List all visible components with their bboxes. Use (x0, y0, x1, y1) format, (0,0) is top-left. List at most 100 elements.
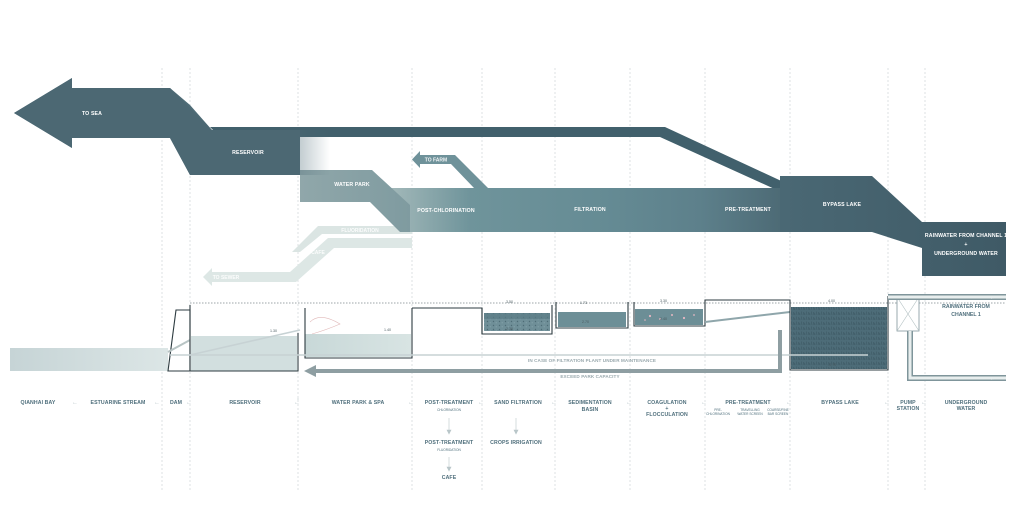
reservoir-basin (189, 305, 299, 372)
to-farm-arrow-head (412, 151, 420, 168)
stage-travelling-2: WATER SCREEN (737, 412, 763, 416)
exceed-capacity-pipe (316, 330, 782, 373)
svg-text:←: ← (154, 400, 160, 406)
to-farm-flow (420, 155, 488, 188)
stage-pre-chlorination-1: PRE- (714, 408, 722, 412)
dam-wall (167, 309, 191, 372)
svg-text:←: ← (701, 400, 707, 406)
stage-qianhai-bay: QIANHAI BAY (21, 400, 56, 406)
svg-text:←: ← (186, 400, 192, 406)
svg-text:←: ← (72, 400, 78, 406)
rainwater-section-label-2: CHANNEL 1 (951, 312, 981, 318)
exceed-capacity-arrow (304, 365, 316, 377)
svg-text:←: ← (294, 400, 300, 406)
level-coag-water: 2.40 (660, 317, 667, 321)
to-sea-label: TO SEA (82, 111, 102, 117)
stage-labels: QIANHAI BAY ESTUARINE STREAM DAM RESERVO… (21, 400, 988, 481)
to-sewer-label: TO SEWER (213, 275, 240, 281)
stage-pump-2: STATION (897, 406, 920, 412)
rainwater-section-label-1: RAINWATER FROM (942, 304, 990, 310)
exceed-capacity-note: EXCEED PARK CAPACITY (560, 374, 619, 379)
bypass-lake-water (791, 307, 887, 369)
stage-sand-filtration: SAND FILTRATION (494, 400, 542, 406)
pre-treatment-pipe (704, 311, 791, 323)
reservoir-flow-label: RESERVOIR (232, 150, 264, 156)
rainwater-flow-label-1: RAINWATER FROM CHANNEL 1 (925, 233, 1007, 239)
floc-dots (644, 314, 695, 321)
post-chlorination-flow-label: POST-CHLORINATION (417, 208, 475, 214)
level-water-park: 1.40 (384, 328, 391, 332)
stage-bypass-lake: BYPASS LAKE (821, 400, 859, 406)
level-sediment-water: 2.70 (582, 320, 589, 324)
fluoridation-flow-label: FLUORIDATION (341, 228, 379, 234)
water-level-markers: 1.30 1.40 3.50 2.30 1.73 2.70 3.30 2.40 … (270, 299, 836, 367)
rainwater-flow-plus: + (964, 242, 967, 248)
stage-chlorination: CHLORINATION (437, 408, 462, 412)
stage-water-park-spa: WATER PARK & SPA (332, 400, 385, 406)
svg-text:←: ← (551, 400, 557, 406)
stage-estuarine-stream: ESTUARINE STREAM (91, 400, 146, 406)
stage-underground-1: UNDERGROUND (945, 400, 988, 406)
level-coag-top: 3.30 (660, 299, 667, 303)
fluoridation-flow (292, 226, 412, 252)
pipe-arrow-bottom: ← (990, 376, 995, 382)
level-bypass-water: -0.70 (828, 363, 836, 367)
rainwater-flow-label-2: UNDERGROUND WATER (934, 251, 998, 257)
stage-coag-plus: + (665, 406, 668, 412)
stage-flocculation: FLOCCULATION (646, 412, 688, 418)
pump-cross (896, 296, 920, 332)
stage-coarse-2: BAR SCREEN (768, 412, 789, 416)
level-sand-top: 3.50 (506, 300, 513, 304)
water-park-basin (304, 308, 413, 359)
svg-text:←: ← (884, 400, 890, 406)
stage-sedimentation-1: SEDIMENTATION (568, 400, 612, 406)
pipe-arrow-top: ← (990, 295, 995, 301)
stage-sedimentation-2: BASIN (582, 407, 599, 413)
stage-travelling-1: TRAVELLING (740, 408, 760, 412)
maintenance-note: IN CASE OF FILTRATION PLANT UNDER MAINTE… (528, 358, 656, 363)
coagulation-basin (633, 299, 791, 327)
stage-dam: DAM (170, 400, 182, 406)
level-sand-water: 2.30 (506, 327, 513, 331)
stage-crops-irrigation: CROPS IRRIGATION (490, 440, 542, 446)
vertical-direction-arrows (297, 398, 519, 472)
water-park-flow-label: WATER PARK (334, 182, 370, 188)
stage-pre-treatment: PRE-TREATMENT (725, 400, 771, 406)
pre-treatment-flow-label: PRE-TREATMENT (725, 207, 772, 213)
bypass-lake-basin (789, 296, 889, 371)
svg-text:←: ← (478, 400, 484, 406)
svg-text:←: ← (921, 400, 927, 406)
stage-reservoir: RESERVOIR (229, 400, 261, 406)
level-bypass-top: 4.00 (828, 299, 835, 303)
svg-text:←: ← (408, 400, 414, 406)
level-sediment-top: 1.73 (580, 301, 587, 305)
dam-spill (167, 339, 191, 353)
stage-post-treatment-2: POST-TREATMENT (425, 440, 474, 446)
to-sea-arrow (14, 78, 300, 175)
sewer-branch-flow (212, 230, 412, 282)
stage-dividers (161, 68, 926, 492)
stage-underground-2: WATER (957, 406, 976, 412)
svg-text:←: ← (626, 400, 632, 406)
stage-coagulation: COAGULATION (647, 400, 686, 406)
reservoir-water (191, 336, 297, 371)
sedimentation-water (558, 312, 626, 327)
bypass-lake-flow-label: BYPASS LAKE (823, 202, 862, 208)
slide-decoration (309, 317, 341, 335)
stage-coarse-1: COARSE/FINE (767, 408, 789, 412)
cafe-flow-label: CAFE (311, 250, 325, 256)
filtration-flow-label: FILTRATION (574, 207, 606, 213)
bay-water (10, 348, 168, 371)
water-park-flow (300, 170, 410, 232)
svg-text:←: ← (786, 400, 792, 406)
stage-cafe: CAFE (442, 475, 457, 481)
bypass-lake-flow (780, 176, 1006, 276)
sedimentation-basin (555, 302, 629, 329)
coagulation-water (635, 309, 703, 325)
main-filtration-flow (380, 188, 790, 232)
level-reservoir: 1.30 (270, 329, 277, 333)
stage-fluoridation: FLUORIDATION (437, 448, 461, 452)
stage-direction-arrows: ← ← ← ← ← ← ← ← ← ← ← ← (72, 400, 927, 406)
stage-pre-chlorination-2: CHLORINATION (706, 412, 731, 416)
